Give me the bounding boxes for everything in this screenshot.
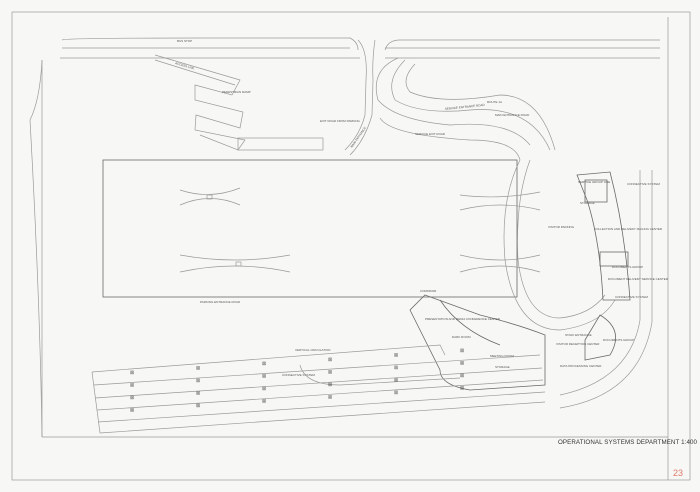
label-visitor-parking: VISITOR PARKING	[548, 225, 575, 229]
parking-marker: ⊠	[262, 374, 266, 380]
sheet-number: 23	[673, 468, 684, 478]
label-meeting-room: MEETING ROOM	[490, 354, 514, 358]
label-pedestrian-ramp: PEDESTRIAN RAMP	[222, 90, 251, 94]
top-road	[29, 37, 660, 438]
pedestrian-ramp	[154, 54, 324, 151]
label-storage: STORAGE	[580, 201, 595, 205]
label-data-processing: DATA PROCESSING CENTER	[560, 364, 602, 368]
parking-marker: ⊠	[196, 403, 200, 409]
main-parking-lot	[102, 159, 541, 298]
label-connective-system-right: CONNECTIVE SYSTEM	[615, 295, 648, 299]
label-connective-system-bottom: CONNECTIVE SYSTEM	[282, 373, 315, 377]
parking-marker: ⊠	[328, 357, 332, 363]
label-service-group: SERVICE GROUP ONE	[578, 180, 610, 184]
label-vertical-circulation: VERTICAL CIRCULATION	[295, 348, 330, 352]
label-staff-entrance: STAFF ENTRANCE	[565, 333, 592, 337]
parking-marker: ⊠	[130, 408, 134, 414]
parking-marker: ⊠	[460, 348, 464, 354]
parking-marker: ⊠	[394, 365, 398, 371]
label-route: ROUTE 1A	[487, 100, 502, 104]
label-parking-entrance-road: PARKING ENTRANCE ROAD	[200, 300, 241, 304]
parking-marker: ⊠	[394, 352, 398, 358]
parking-marker: ⊠	[262, 361, 266, 367]
parking-marker: ⊠	[196, 391, 200, 397]
label-dark-room: DARK ROOM	[452, 335, 471, 339]
parking-marker: ⊠	[460, 373, 464, 379]
entrance-roads	[344, 39, 556, 161]
sheet-border	[11, 11, 691, 481]
parking-marker: ⊠	[196, 366, 200, 372]
parking-marker: ⊠	[328, 394, 332, 400]
label-corridor: CORRIDOR	[420, 289, 437, 293]
label-document-delivery: DOCUMENT DELIVERY SERVICE CENTER	[608, 277, 669, 281]
parking-marker: ⊠	[196, 378, 200, 384]
parking-marker: ⊠	[328, 369, 332, 375]
office-building-right	[576, 171, 631, 301]
label-presentation-center: PRESENTATION AND MEDIA CONFERENCE CENTER	[425, 317, 501, 321]
label-service-entrance-road: SERVICE ENTRANCE ROAD	[445, 103, 486, 111]
label-main-entrance-road: MAIN ENTRANCE ROAD	[495, 113, 530, 117]
label-access-link: ACCESS LINK	[175, 61, 195, 70]
label-exit-road: EXIT ROAD FROM PARKING	[320, 119, 361, 123]
parking-marker: ⊠	[328, 382, 332, 388]
parking-marker: ⊠	[460, 386, 464, 392]
lower-parking-strip	[91, 344, 546, 434]
label-documents-group-2: DOCUMENTS GROUP	[603, 338, 634, 342]
label-connective-system-top: CONNECTIVE SYSTEM	[627, 182, 660, 186]
label-storage-2: STORAGE	[495, 365, 510, 369]
label-service-exit-road: SERVICE EXIT ROAD	[415, 132, 446, 136]
parking-marker: ⊠	[394, 377, 398, 383]
loop-road	[503, 159, 653, 409]
drawing-title: OPERATIONAL SYSTEMS DEPARTMENT 1:400	[558, 439, 698, 446]
label-bus-stop: BUS STOP	[177, 39, 192, 43]
parking-marker: ⊠	[262, 386, 266, 392]
parking-marker: ⊠	[130, 395, 134, 401]
parking-markers: ⊠ ⊠ ⊠ ⊠ ⊠ ⊠ ⊠ ⊠ ⊠ ⊠ ⊠ ⊠ ⊠ ⊠ ⊠ ⊠ ⊠ ⊠ ⊠ ⊠ ⊠ ⊠ ⊠ ⊠	[130, 348, 464, 414]
label-collection-delivery: COLLECTION AND DELIVERY MAILING CENTER	[594, 227, 663, 231]
parking-marker: ⊠	[130, 370, 134, 376]
label-reception-center: VISITOR RECEPTION CENTER	[556, 342, 600, 346]
parking-marker: ⊠	[130, 383, 134, 389]
label-documents-group: DOCUMENTS GROUP	[612, 265, 643, 269]
parking-marker: ⊠	[262, 399, 266, 405]
parking-marker: ⊠	[394, 390, 398, 396]
parking-marker: ⊠	[460, 361, 464, 367]
